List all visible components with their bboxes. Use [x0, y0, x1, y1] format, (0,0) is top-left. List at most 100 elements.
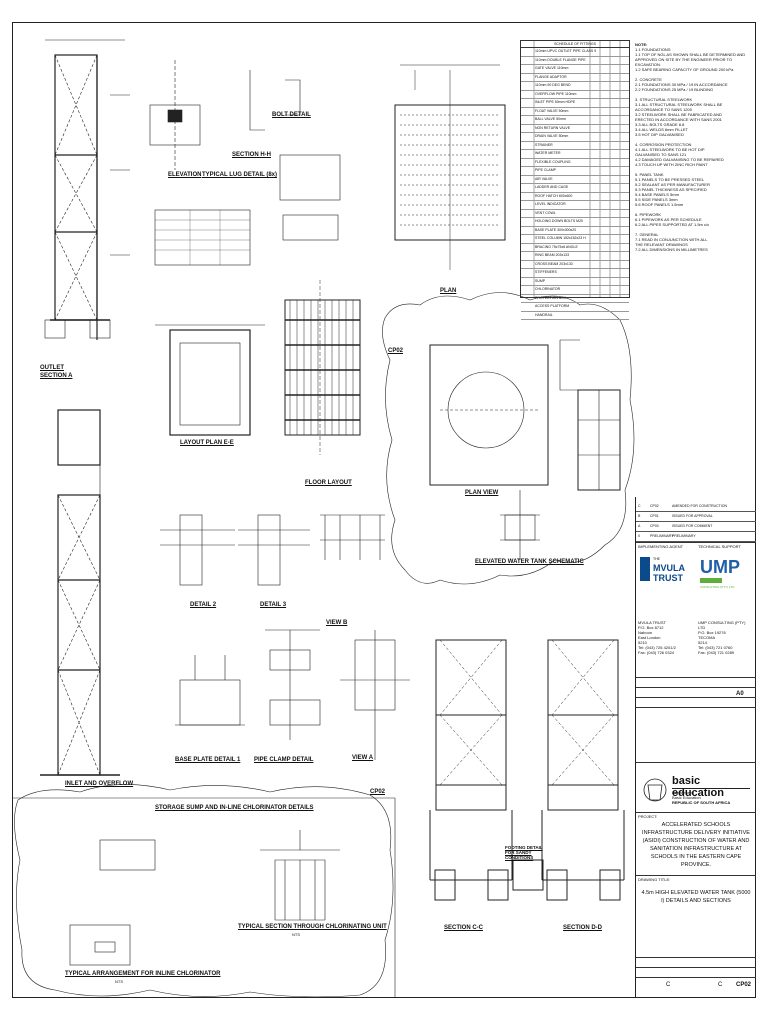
project-label: PROJECT: [638, 814, 658, 819]
ump-logo-text: UMP [700, 557, 740, 577]
revision-cell-code: PRELIMINARY [650, 534, 674, 538]
sump-title: STORAGE SUMP AND IN-LINE CHLORINATOR DET… [155, 805, 314, 811]
schedule-row: BASE PLATE 300x300x20 [521, 227, 629, 235]
address-line: Fax: (043) 721 0289 [698, 650, 735, 655]
schedule-title: SCHEDULE OF FITTINGS [521, 41, 629, 48]
schedule-row: INLET PIPE 50mm HDPE [521, 99, 629, 108]
address-line: Tel: (043) 721 0760 [698, 645, 733, 650]
drawing-title-label: DRAWING TITLE: [638, 877, 671, 882]
schedule-row: ACCESS PLATFORM [521, 303, 629, 312]
revision-cell-desc: ISSUED FOR COMMENT [672, 524, 713, 528]
schedule-row: STEEL COLUMN 152x152x23 H [521, 235, 629, 244]
section-a-tower [44, 39, 130, 340]
view-b-label: VIEW B [326, 620, 348, 626]
inlet-overflow-tower [40, 409, 120, 776]
note-line: 1.1 TOP OF NGL AS SHOWN SHALL BE DETERMI… [635, 52, 746, 57]
note-line: THE RELEVANT DRAWINGS [635, 242, 688, 247]
schedule-row: BRACING 75x75x6 ANGLE [521, 244, 629, 252]
address-line: 5214 [698, 640, 707, 645]
note-line: 5.6 ROOF PANELS 1.5mm [635, 202, 684, 207]
schedule-row: HANDRAIL [521, 312, 629, 320]
schedule-row: NON RETURN VALVE [521, 125, 629, 133]
note-line: 3.5 HOT DIP GALVANISED [635, 132, 684, 137]
schedule-row: STRAINER [521, 142, 629, 150]
note-line: 3.2 STEELWORK SHALL BE FABRICATED AND [635, 112, 722, 117]
address-line: Fax: (043) 726 0324 [638, 650, 675, 655]
note-line: 6. PIPEWORK [635, 212, 662, 217]
chlorinator-arrangement-label: TYPICAL ARRANGEMENT FOR INLINE CHLORINAT… [65, 971, 221, 977]
revision-cell-no: C [638, 504, 641, 508]
note-line: APPROVED ON SITE BY THE ENGINEER PRIOR T… [635, 57, 733, 62]
dbe-dept: Department: [672, 790, 695, 795]
coat-of-arms-shape [643, 778, 667, 802]
revision-cell-code: CP01 [650, 514, 659, 518]
pipe-clamp-label: PIPE CLAMP DETAIL [254, 757, 314, 763]
revision-cell-desc: AMENDED FOR CONSTRUCTION [672, 504, 728, 508]
section-a-label: SECTION A [40, 373, 73, 379]
note-line: ERECTED IN ACCORDANCE WITH SANS 2001 [635, 117, 722, 122]
note-line: 6.2 ALL PIPES SUPPORTED AT 1.5m c/c [635, 222, 710, 227]
mvula-logo-text: MVULA TRUST [653, 563, 685, 583]
ump-logo-bar [700, 578, 722, 583]
schedule-row: RING BEAM 203x133 [521, 252, 629, 261]
address-line: MVULA TRUST [638, 620, 666, 625]
revision-cell-code: CP02 [650, 504, 659, 508]
cp02-tag-2: CP02 [388, 348, 404, 354]
inlet-overflow-label: INLET AND OVERFLOW [65, 781, 134, 787]
schedule-row: ROOF HATCH 600x600 [521, 193, 629, 201]
schedule-row: FLANGE ADAPTOR [521, 74, 629, 82]
schedule-of-fittings: SCHEDULE OF FITTINGS 110mm UPVC OUTLET P… [520, 40, 630, 320]
schedule-row: 110mm 90 DEG BEND [521, 82, 629, 91]
note-line: 7.1 READ IN CONJUNCTION WITH ALL [635, 237, 708, 242]
lug-detail-label: TYPICAL LUG DETAIL (8x) [202, 172, 278, 178]
schedule-row: FLEXIBLE COUPLING [521, 159, 629, 167]
dbe-country: REPUBLIC OF SOUTH AFRICA [672, 800, 731, 805]
address-line: East London [638, 635, 661, 640]
section-hh-label: SECTION H-H [232, 152, 271, 158]
revision-cell-no: A [638, 524, 641, 528]
schedule-row: LADDER AND CAGE [521, 184, 629, 193]
note-line: 4.3 TOUCH UP WITH ZINC RICH PAINT [635, 162, 708, 167]
address-line: P.O. Box 8712 [638, 625, 664, 630]
note-line: 3. STRUCTURAL STEELWORK [635, 97, 693, 102]
plan-view-label: PLAN VIEW [465, 490, 499, 496]
note-line: 3.3 ALL BOLTS GRADE 8.8 [635, 122, 685, 127]
floor-layout-label: FLOOR LAYOUT [305, 480, 352, 486]
revision-cell-desc: ISSUED FOR APPROVAL [672, 514, 713, 518]
implementing-agent-label: IMPLEMENTING AGENT [638, 544, 684, 549]
note-line: 1.2 SAFE BEARING CAPACITY OF GROUND 200 … [635, 67, 734, 72]
sections-cd [429, 639, 625, 901]
note-line: 7. GENERAL [635, 232, 659, 237]
schedule-row: PIPE CLAMP [521, 167, 629, 176]
schedule-row: HOLDING DOWN BOLTS M20 [521, 218, 629, 227]
note-line: 2. CONCRETE [635, 77, 662, 82]
elevation-label: ELEVATION [168, 172, 202, 178]
footing-detail-label: FOOTING DETAIL FOR SANDY CONDITIONS [505, 845, 543, 860]
address-line: UMP CONSULTING (PTY) [698, 620, 746, 625]
revision-cell-no: B [638, 514, 641, 518]
bolt-detail-label: BOLT DETAIL [272, 112, 311, 118]
mvula-the: THE [653, 557, 660, 561]
note-line: 5.2 SEALANT AS PER MANUFACTURER [635, 182, 710, 187]
schedule-row: PROTECTION BOX [521, 295, 629, 303]
address-line: Tel: (043) 726 4201/2 [638, 645, 676, 650]
address-line: 5210 [638, 640, 647, 645]
base-plate-label: BASE PLATE DETAIL 1 [175, 757, 241, 763]
nts-label-1: NTS [115, 979, 123, 984]
view-a-label: VIEW A [352, 755, 374, 761]
schedule-row: BALL VALVE 50mm [521, 116, 629, 125]
schedule-row: SUMP [521, 278, 629, 286]
note-line: 5. PANEL TANK [635, 172, 664, 177]
note-line: ACCORDANCE TO SANS 1200 [635, 107, 692, 112]
dbe-divider [672, 788, 750, 789]
note-line: EXCAVATION. [635, 62, 662, 67]
notes-heading: NOTE: [635, 42, 648, 47]
schedule-row: AIR VALVE [521, 176, 629, 184]
revision-c-1: C [666, 982, 671, 988]
drawing-number: CP02 [736, 982, 752, 988]
